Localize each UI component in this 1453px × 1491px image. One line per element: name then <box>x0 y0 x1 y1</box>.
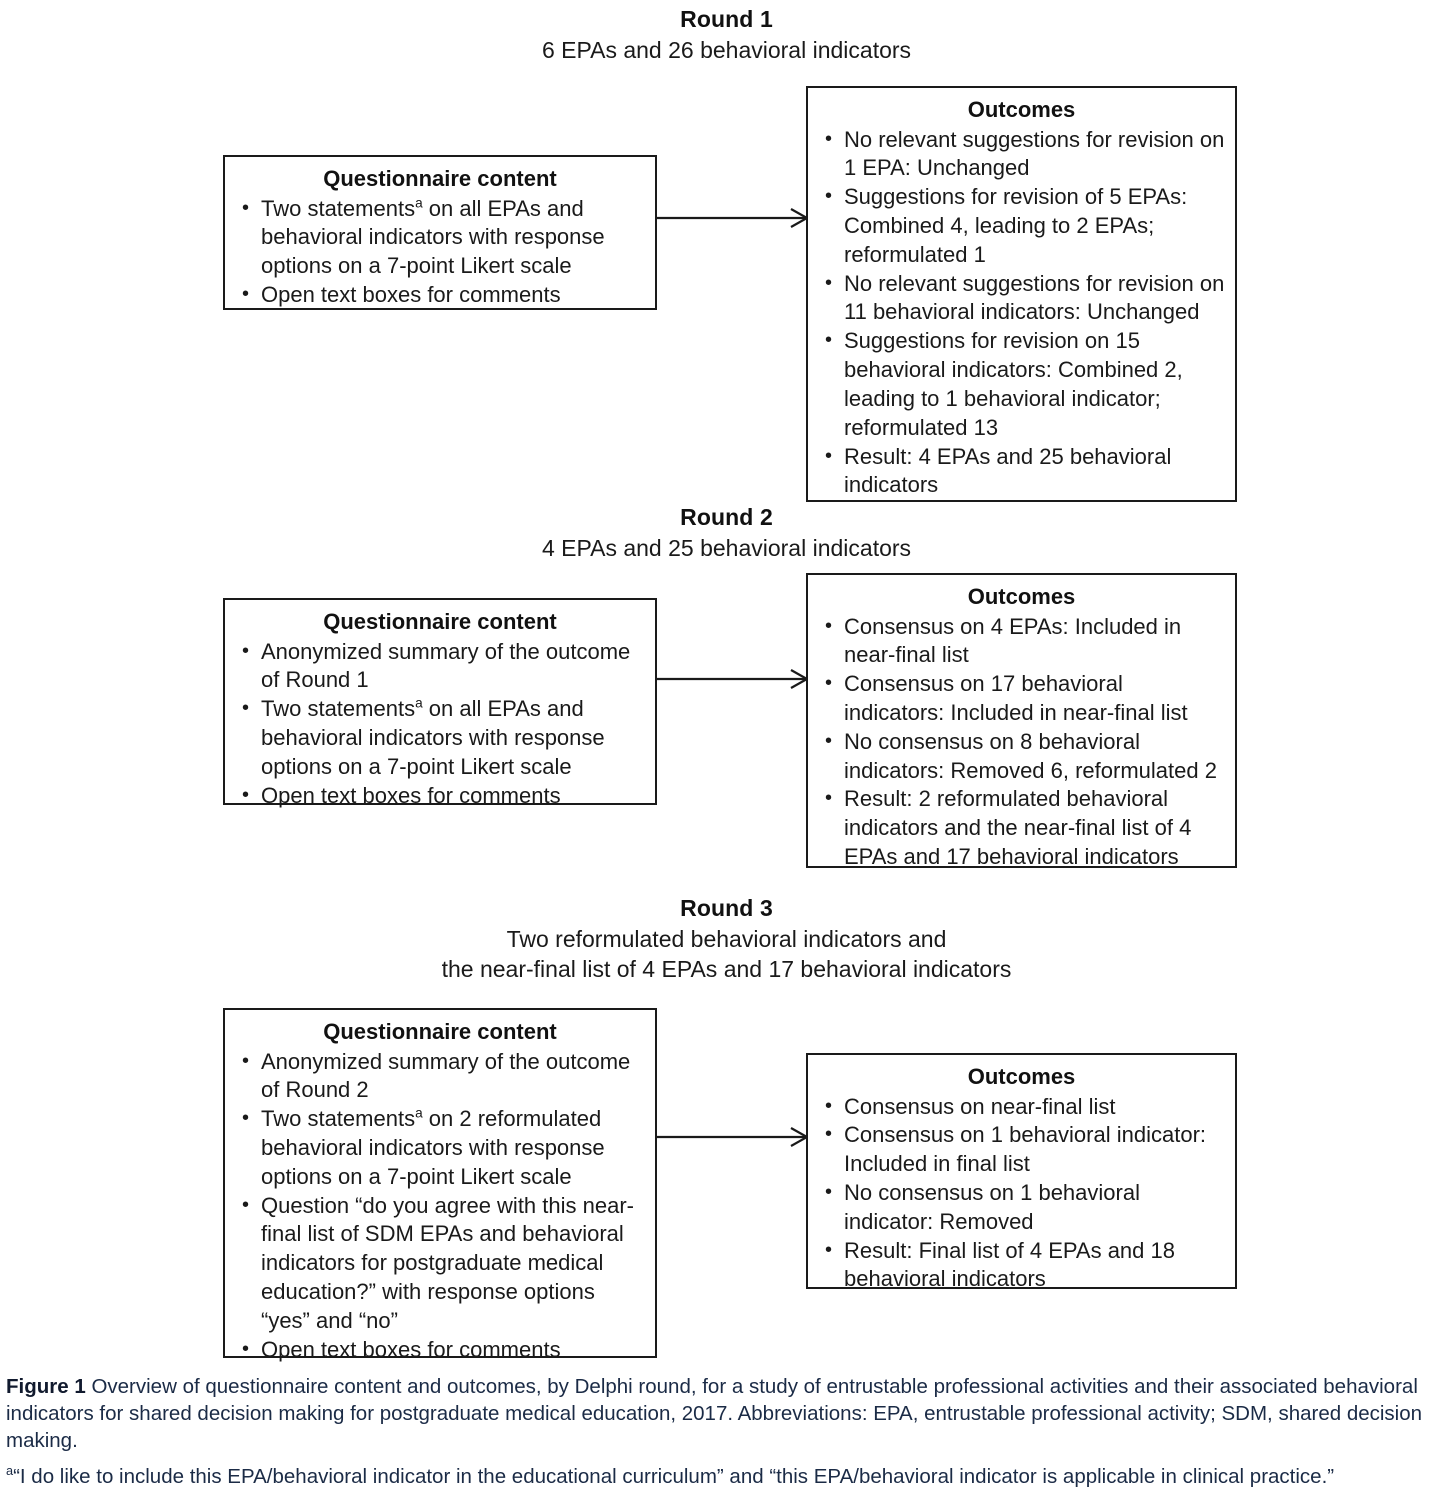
round-1-subtitle-line-1: 6 EPAs and 26 behavioral indicators <box>541 36 912 63</box>
figure-caption: Figure 1 Overview of questionnaire conte… <box>6 1374 1447 1491</box>
list-item: Open text boxes for comments <box>235 1336 645 1365</box>
round-1-outcomes-box: Outcomes No relevant suggestions for rev… <box>806 86 1237 502</box>
round-3-outcomes-box: Outcomes Consensus on near-final list Co… <box>806 1053 1237 1291</box>
round-1-questionnaire-title: Questionnaire content <box>323 166 557 191</box>
list-item: Anonymized summary of the outcome of Rou… <box>235 1048 645 1106</box>
round-1-arrow <box>657 207 810 229</box>
round-1-outcomes-title: Outcomes <box>967 97 1076 122</box>
list-item: No relevant suggestions for revision on … <box>818 126 1225 184</box>
round-1-heading: Round 1 6 EPAs and 26 behavioral indicat… <box>0 4 1453 65</box>
list-item: Consensus on 1 behavioral indicator: Inc… <box>818 1121 1225 1179</box>
round-3-title: Round 3 <box>680 895 773 921</box>
round-2-subtitle-line-1: 4 EPAs and 25 behavioral indicators <box>541 534 912 561</box>
round-2-title: Round 2 <box>680 504 773 530</box>
round-2-questionnaire-list: Anonymized summary of the outcome of Rou… <box>235 638 645 811</box>
list-item: Result: 4 EPAs and 25 behavioral indicat… <box>818 443 1225 501</box>
list-item: Two statementsa on all EPAs and behavior… <box>235 695 645 781</box>
list-item: Consensus on near-final list <box>818 1093 1225 1122</box>
round-2-outcomes-list: Consensus on 4 EPAs: Included in near-fi… <box>818 613 1225 872</box>
round-3-questionnaire-box: Questionnaire content Anonymized summary… <box>223 1008 657 1362</box>
figure-caption-footnote: a“I do like to include this EPA/behavior… <box>6 1463 1335 1488</box>
figure-caption-body: Overview of questionnaire content and ou… <box>6 1375 1423 1452</box>
round-3-subtitle-line-2: the near-final list of 4 EPAs and 17 beh… <box>441 956 1012 983</box>
list-item: No relevant suggestions for revision on … <box>818 270 1225 328</box>
list-item: Consensus on 4 EPAs: Included in near-fi… <box>818 613 1225 671</box>
list-item: Open text boxes for comments <box>235 281 645 310</box>
list-item: Result: Final list of 4 EPAs and 18 beha… <box>818 1237 1225 1295</box>
list-item: Question “do you agree with this near-fi… <box>235 1192 645 1336</box>
round-1-questionnaire-list: Two statementsa on all EPAs and behavior… <box>235 195 645 310</box>
list-item: Consensus on 17 behavioral indicators: I… <box>818 670 1225 728</box>
round-1-subtitle: 6 EPAs and 26 behavioral indicators <box>0 35 1453 66</box>
round-3-outcomes-title: Outcomes <box>967 1064 1076 1089</box>
round-2-arrow <box>657 668 810 690</box>
figure-caption-label: Figure 1 <box>6 1375 86 1398</box>
list-item: No consensus on 1 behavioral indicator: … <box>818 1179 1225 1237</box>
list-item: Suggestions for revision of 5 EPAs: Comb… <box>818 183 1225 269</box>
round-3-questionnaire-title: Questionnaire content <box>323 1019 557 1044</box>
round-3-subtitle-line-1: Two reformulated behavioral indicators a… <box>506 925 947 952</box>
round-3-subtitle: Two reformulated behavioral indicators a… <box>0 924 1453 985</box>
list-item: Two statementsa on all EPAs and behavior… <box>235 195 645 281</box>
list-item: Suggestions for revision on 15 behaviora… <box>818 327 1225 442</box>
round-3-arrow <box>657 1126 810 1148</box>
round-1-outcomes-list: No relevant suggestions for revision on … <box>818 126 1225 501</box>
round-1-title: Round 1 <box>680 6 773 32</box>
list-item: Result: 2 reformulated behavioral indica… <box>818 785 1225 871</box>
round-1-questionnaire-box: Questionnaire content Two statementsa on… <box>223 155 657 310</box>
round-2-subtitle: 4 EPAs and 25 behavioral indicators <box>0 533 1453 564</box>
list-item: Open text boxes for comments <box>235 782 645 811</box>
round-3-outcomes-list: Consensus on near-final list Consensus o… <box>818 1093 1225 1295</box>
round-3-heading: Round 3 Two reformulated behavioral indi… <box>0 893 1453 985</box>
list-item: Anonymized summary of the outcome of Rou… <box>235 638 645 696</box>
list-item: No consensus on 8 behavioral indicators:… <box>818 728 1225 786</box>
round-2-questionnaire-box: Questionnaire content Anonymized summary… <box>223 598 657 808</box>
list-item: Two statementsa on 2 reformulated behavi… <box>235 1105 645 1191</box>
round-2-outcomes-title: Outcomes <box>967 584 1076 609</box>
round-2-heading: Round 2 4 EPAs and 25 behavioral indicat… <box>0 502 1453 563</box>
round-2-questionnaire-title: Questionnaire content <box>323 609 557 634</box>
round-2-outcomes-box: Outcomes Consensus on 4 EPAs: Included i… <box>806 573 1237 869</box>
round-3-questionnaire-list: Anonymized summary of the outcome of Rou… <box>235 1048 645 1365</box>
